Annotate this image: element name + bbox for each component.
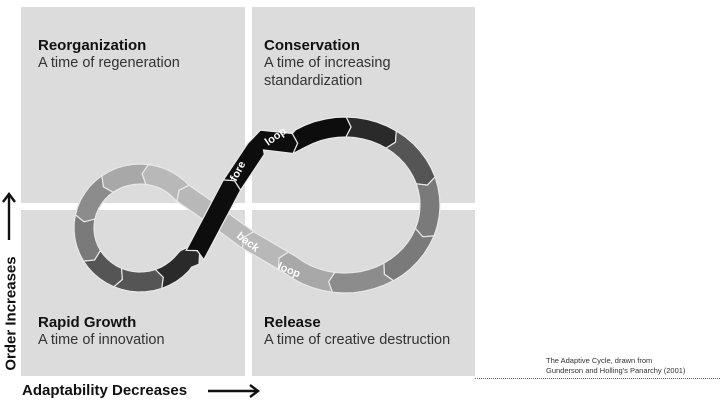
reorganization-label: Reorganization A time of regeneration bbox=[38, 37, 180, 72]
loop-segments bbox=[73, 116, 441, 294]
conservation-title: Conservation bbox=[264, 37, 360, 54]
reorganization-subtitle: A time of regeneration bbox=[38, 55, 180, 71]
reorganization-segment bbox=[101, 163, 150, 193]
caption-line2: Gunderson and Holling's Panarchy (2001) bbox=[546, 366, 686, 375]
reorganization-title: Reorganization bbox=[38, 37, 147, 54]
release-segment bbox=[414, 175, 441, 238]
release-label: Release A time of creative destruction bbox=[264, 314, 450, 349]
growth-segment bbox=[112, 267, 164, 293]
caption-line1: The Adaptive Cycle, drawn from bbox=[546, 356, 653, 365]
quadrant-release bbox=[252, 210, 475, 376]
x-axis-arrow-icon bbox=[208, 384, 260, 398]
conservation-subtitle-line2: standardization bbox=[264, 73, 363, 89]
conservation-label: Conservation A time of increasing standa… bbox=[264, 37, 391, 90]
release-segment bbox=[327, 262, 395, 294]
rapid-growth-subtitle: A time of innovation bbox=[38, 332, 165, 348]
quadrant-conservation bbox=[252, 7, 475, 203]
fore-segment bbox=[291, 116, 352, 155]
y-axis-label: Order Increases bbox=[2, 256, 20, 371]
release-subtitle: A time of creative destruction bbox=[264, 332, 451, 348]
caption-divider bbox=[475, 378, 720, 379]
conservation-segment bbox=[344, 116, 397, 149]
y-axis-arrow-icon bbox=[2, 192, 16, 240]
reorganization-segment bbox=[73, 213, 102, 262]
x-axis-label: Adaptability Decreases bbox=[22, 382, 188, 399]
conservation-subtitle-line1: A time of increasing bbox=[264, 55, 391, 71]
rapid-growth-label: Rapid Growth A time of innovation bbox=[38, 314, 165, 349]
rapid-growth-title: Rapid Growth bbox=[38, 314, 137, 331]
release-segment bbox=[383, 227, 435, 282]
figure-caption: The Adaptive Cycle, drawn from Gunderson… bbox=[546, 356, 685, 376]
release-title: Release bbox=[264, 314, 321, 331]
